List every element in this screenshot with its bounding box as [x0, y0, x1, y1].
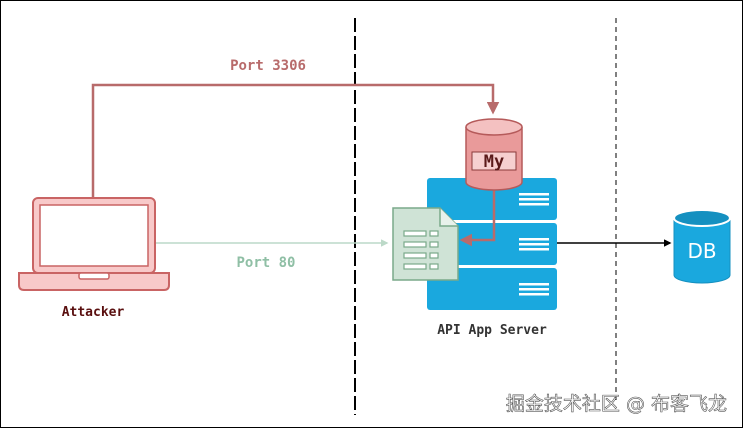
attacker-label: Attacker	[62, 305, 125, 320]
server-icon	[427, 178, 557, 310]
mysql-to-app-connection	[459, 190, 496, 247]
port-3306-label: Port 3306	[230, 58, 306, 74]
server-label: API App Server	[437, 323, 547, 338]
db-label: DB	[687, 239, 716, 263]
watermark-text: 掘金技术社区 @ 布客飞龙	[506, 393, 727, 415]
mysql-label: My	[484, 152, 504, 172]
port-80-label: Port 80	[236, 255, 295, 271]
laptop-icon	[18, 197, 170, 291]
db-icon	[673, 209, 731, 284]
mysql-database-icon	[465, 118, 523, 191]
document-icon	[392, 207, 459, 281]
port-3306-connection	[91, 83, 500, 198]
